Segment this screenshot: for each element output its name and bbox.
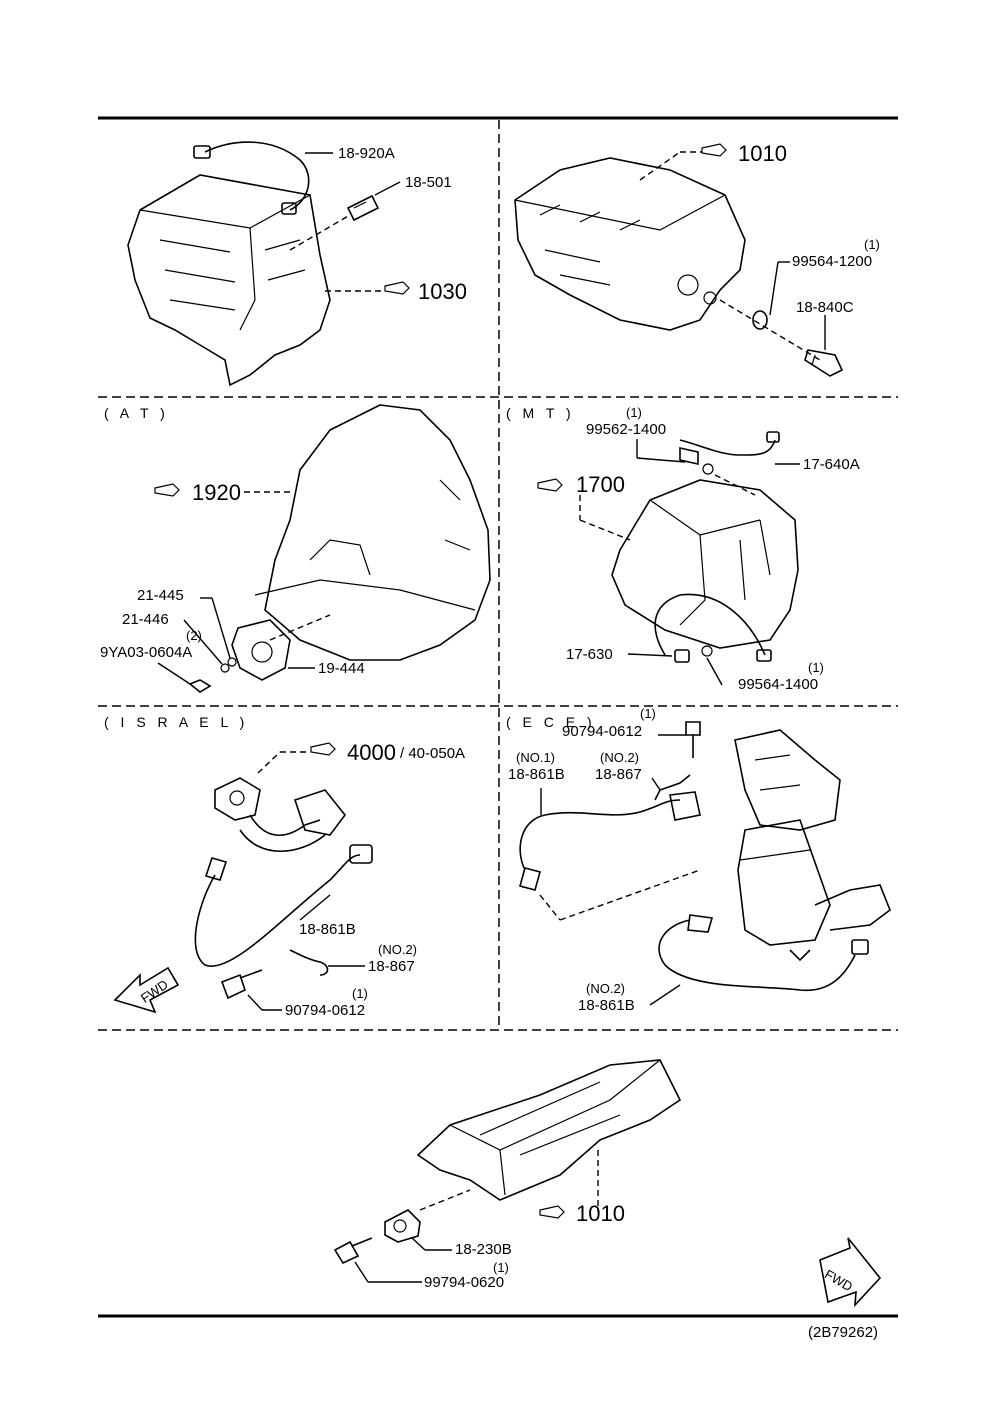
mt-transmission-illustration bbox=[611, 479, 799, 649]
oring-21-446 bbox=[220, 663, 230, 673]
oxygen-sensor-no2-harness bbox=[658, 914, 869, 992]
qty-99794-0620: (1) bbox=[493, 1260, 509, 1275]
label-18-867-israel: 18-867 bbox=[368, 958, 415, 975]
reference-icon-1010-bottom bbox=[539, 1205, 565, 1219]
engine-block-illustration bbox=[127, 174, 331, 387]
clip-18-867-ece bbox=[654, 774, 691, 801]
qty-99562-1400: (1) bbox=[626, 405, 642, 420]
fwd-arrow-israel: FWD bbox=[113, 966, 180, 1014]
section-label-ece: ( E C E ) bbox=[506, 714, 596, 730]
vss-harness-17-630 bbox=[654, 593, 772, 663]
speed-sensor-part bbox=[679, 447, 699, 465]
bolt-90794-0612-israel bbox=[220, 969, 263, 1000]
label-18-501: 18-501 bbox=[405, 174, 452, 191]
reference-icon-1030 bbox=[384, 281, 410, 295]
no2-israel: (NO.2) bbox=[378, 942, 417, 957]
label-99794-0620: 99794-0620 bbox=[424, 1274, 504, 1291]
ref-1920: 1920 bbox=[192, 480, 241, 505]
knock-sensor-part bbox=[346, 194, 380, 222]
svg-text:FWD: FWD bbox=[822, 1267, 855, 1295]
qty-90794-0612-ece: (1) bbox=[640, 706, 656, 721]
label-9YA03-0604A: 9YA03-0604A bbox=[100, 644, 192, 661]
oring-99564-1400 bbox=[701, 645, 713, 657]
section-label-mt: ( M T ) bbox=[506, 405, 575, 421]
ref-1010-top: 1010 bbox=[738, 141, 787, 166]
exhaust-pipe-illustration bbox=[214, 777, 347, 852]
knock-sensor-18-230B bbox=[384, 1209, 421, 1243]
section-label-israel: ( I S R A E L ) bbox=[104, 714, 248, 730]
label-18-861B-ece-lower: 18-861B bbox=[578, 997, 635, 1014]
label-18-230B: 18-230B bbox=[455, 1241, 512, 1258]
ref-1030: 1030 bbox=[418, 279, 467, 304]
label-18-920A: 18-920A bbox=[338, 145, 395, 162]
qty-99564-1200: (1) bbox=[864, 237, 880, 252]
ref-40-050A: / 40-050A bbox=[400, 745, 465, 762]
clip-18-867-israel bbox=[289, 949, 329, 976]
no1-ece: (NO.1) bbox=[516, 750, 555, 765]
engine-cover-illustration bbox=[416, 1059, 682, 1201]
svg-text:FWD: FWD bbox=[138, 977, 171, 1006]
speed-sensor-harness-17-640A bbox=[679, 431, 780, 456]
label-90794-0612-ece: 90794-0612 bbox=[562, 723, 642, 740]
exhaust-manifold-catalyst-illustration bbox=[734, 729, 891, 962]
label-17-630: 17-630 bbox=[566, 646, 613, 663]
qty-99564-1400: (1) bbox=[808, 660, 824, 675]
knock-sensor-harness bbox=[193, 141, 310, 215]
label-99564-1200: 99564-1200 bbox=[792, 253, 872, 270]
inhibitor-switch-part bbox=[231, 619, 291, 681]
ref-1700: 1700 bbox=[576, 472, 625, 497]
ref-1010-bottom: 1010 bbox=[576, 1201, 625, 1226]
bolt-90794-0612-ece bbox=[685, 721, 701, 758]
oring-99562-1400 bbox=[702, 463, 714, 475]
label-18-861B-ece: 18-861B bbox=[508, 766, 565, 783]
reference-icon-1700 bbox=[537, 478, 563, 492]
cylinder-head-illustration bbox=[514, 157, 746, 331]
qty-9YA03-0604A: (2) bbox=[186, 628, 202, 643]
washer-21-445 bbox=[227, 657, 237, 667]
ref-4000: 4000 bbox=[347, 740, 396, 765]
sensor-18-840C-part bbox=[804, 349, 844, 377]
qty-90794-0612-israel: (1) bbox=[352, 986, 368, 1001]
label-18-861B-israel: 18-861B bbox=[299, 921, 356, 938]
oxygen-sensor-no1-harness bbox=[519, 791, 701, 891]
reference-icon-1920 bbox=[154, 483, 180, 497]
label-90794-0612-israel: 90794-0612 bbox=[285, 1002, 365, 1019]
at-transmission-illustration bbox=[254, 404, 491, 661]
label-99564-1400: 99564-1400 bbox=[738, 676, 818, 693]
label-17-640A: 17-640A bbox=[803, 456, 860, 473]
oxygen-sensor-harness-israel bbox=[194, 844, 373, 967]
no2-ece: (NO.2) bbox=[600, 750, 639, 765]
bolt-99794-0620 bbox=[333, 1237, 373, 1265]
reference-icon-1010-top bbox=[701, 143, 727, 157]
section-label-at: ( A T ) bbox=[104, 405, 169, 421]
label-18-840C: 18-840C bbox=[796, 299, 854, 316]
fwd-arrow-bottom: FWD bbox=[819, 1237, 882, 1308]
label-21-445: 21-445 bbox=[137, 587, 184, 604]
label-21-446: 21-446 bbox=[122, 611, 169, 628]
label-18-867-ece: 18-867 bbox=[595, 766, 642, 783]
bolt-9YA03 bbox=[188, 679, 212, 693]
no2-ece-lower: (NO.2) bbox=[586, 981, 625, 996]
label-19-444: 19-444 bbox=[318, 660, 365, 677]
washer-part bbox=[752, 310, 768, 330]
reference-icon-4000 bbox=[310, 742, 336, 756]
diagram-code: (2B79262) bbox=[808, 1324, 878, 1341]
label-99562-1400: 99562-1400 bbox=[586, 421, 666, 438]
